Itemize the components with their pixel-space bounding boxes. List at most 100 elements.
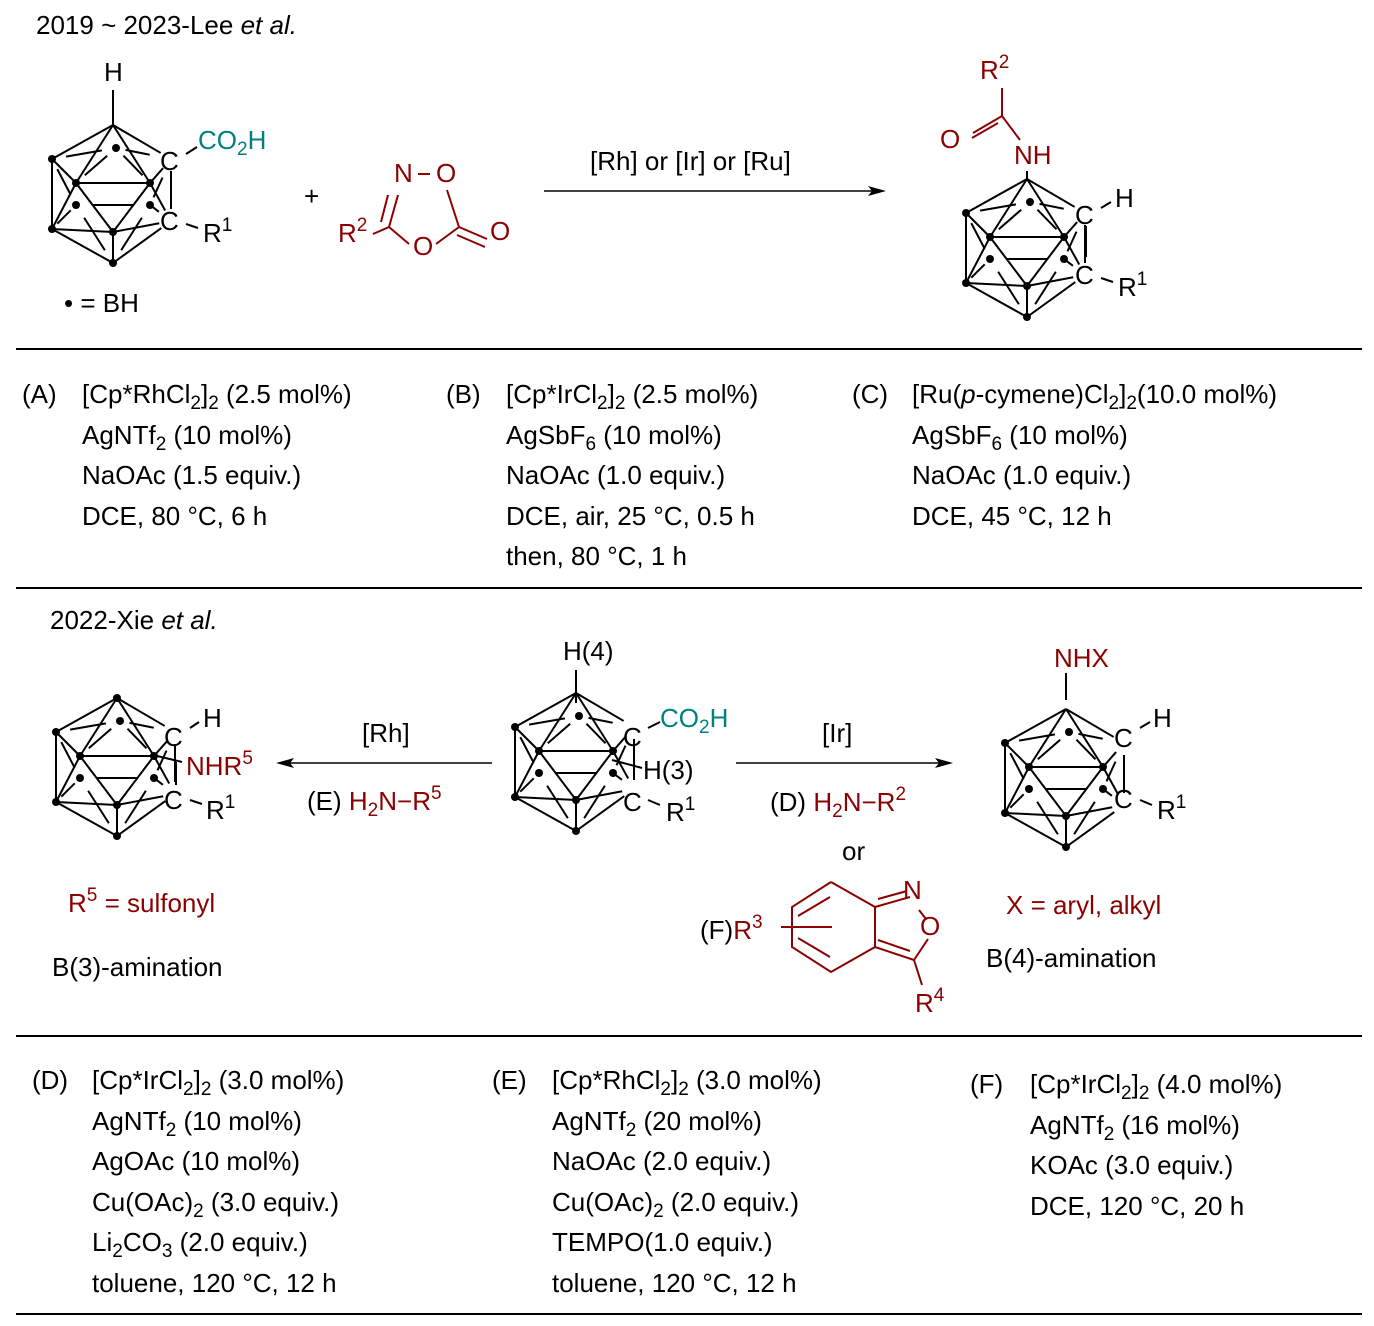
cage-bond xyxy=(965,282,1028,318)
cage-bond xyxy=(149,182,167,211)
condition-text: AgOAc (10 mol%) xyxy=(92,1146,301,1176)
cond-label: (E) xyxy=(307,786,349,816)
cage-bond xyxy=(1004,812,1067,817)
cage-back-bond xyxy=(1018,733,1056,742)
condition-text: TEMPO(1.0 equiv.) xyxy=(552,1227,773,1257)
bh-legend: • = BH xyxy=(64,288,139,318)
cage-back-bond xyxy=(129,721,154,729)
condition-text: (10 mol%) xyxy=(1002,419,1128,450)
r-letter: R xyxy=(1157,795,1176,825)
condition-text: -cymene)Cl xyxy=(975,379,1109,409)
condition-text: 2 xyxy=(193,1200,204,1222)
condition-text: Li xyxy=(92,1227,113,1257)
left-h: H xyxy=(203,703,222,733)
condition-text: [Cp*IrCl xyxy=(1030,1069,1122,1099)
condition-text: (3.0 mol%) xyxy=(688,1065,822,1095)
cage-bond xyxy=(989,178,1028,238)
condition-text: (10 mol%) xyxy=(176,1105,302,1136)
condition-line: AgNTf2 (10 mol%) xyxy=(22,415,352,456)
conditions-e: (E)[Cp*RhCl2]2 (3.0 mol%)AgNTf2 (20 mol%… xyxy=(492,1060,822,1303)
bh-vertex xyxy=(511,793,519,801)
section2-header: 2022-Xie et al. xyxy=(50,605,218,635)
nhr-text: NHR xyxy=(186,751,243,781)
bh-vertex xyxy=(986,233,994,241)
cage-bond xyxy=(116,697,155,757)
reagent-sub: 2 xyxy=(832,801,843,822)
condition-text: NaOAc (1.5 equiv.) xyxy=(82,460,302,490)
right-c2: C xyxy=(1114,784,1133,814)
left-arrow-catalyst: [Rh] xyxy=(362,718,410,748)
condition-text: Cu(OAc) xyxy=(552,1186,654,1217)
condition-text: then, 80 °C, 1 h xyxy=(506,541,687,571)
cond-label: (D) xyxy=(770,787,814,817)
cage-bond xyxy=(55,755,81,803)
r-sup: 2 xyxy=(356,215,368,236)
r-sup: 1 xyxy=(684,794,696,815)
cage-back-bond xyxy=(588,716,613,724)
r-sup: 1 xyxy=(1136,269,1148,290)
bh-vertex xyxy=(572,796,580,804)
cage-bond xyxy=(112,124,151,184)
cage-back-bond xyxy=(87,790,110,824)
condition-text: ] xyxy=(1119,379,1127,409)
condition-text: [Ru( xyxy=(912,379,962,409)
reagent-sup: 2 xyxy=(895,784,907,805)
reagent-nr: N−R xyxy=(842,787,896,817)
condition-line: AgNTf2 (10 mol%) xyxy=(32,1101,344,1142)
bh-vertex xyxy=(76,774,84,782)
cage-back-bond xyxy=(1075,739,1097,760)
bh-vertex xyxy=(146,201,154,209)
bh-vertex xyxy=(511,723,519,731)
condition-text: (2.5 mol%) xyxy=(218,379,352,409)
center-c1: C xyxy=(623,722,642,752)
left-arrow-reagent: (E) H2N−R5 xyxy=(307,784,442,820)
cage-back-bond xyxy=(1078,732,1103,740)
cage-back-bond xyxy=(585,723,607,744)
condition-text: ] xyxy=(193,1065,201,1095)
cage-bond xyxy=(51,182,77,230)
product-nh: NH xyxy=(1014,140,1052,170)
cage-bond xyxy=(514,796,577,801)
cage-back-bond xyxy=(125,148,150,156)
r-letter: R xyxy=(666,797,685,827)
center-h3: H(3) xyxy=(643,755,694,785)
x-definition: X = aryl, alkyl xyxy=(1006,890,1162,920)
cage-bond xyxy=(514,750,540,798)
product-h: H xyxy=(1115,183,1134,213)
def-text: = sulfonyl xyxy=(97,888,216,918)
cage-back-bond xyxy=(60,782,76,798)
cage-back-bond xyxy=(1066,231,1078,252)
cage-back-bond xyxy=(546,785,569,819)
cage-bond xyxy=(55,801,118,837)
cage-back-bond xyxy=(979,203,1017,212)
r-letter: R xyxy=(733,915,752,945)
left-c2: C xyxy=(164,785,183,815)
cage-back-bond xyxy=(1065,260,1074,267)
acid-h: H xyxy=(709,703,729,733)
bh-vertex xyxy=(1001,739,1009,747)
r3: R3 xyxy=(733,913,762,945)
condition-line: Cu(OAc)2 (2.0 equiv.) xyxy=(492,1182,822,1223)
condition-label: (A) xyxy=(22,379,57,409)
bh-vertex xyxy=(1023,313,1031,321)
condition-text: toluene, 120 °C, 12 h xyxy=(92,1267,337,1298)
condition-text: 2 xyxy=(200,1079,212,1100)
condition-text: (16 mol%) xyxy=(1114,1109,1240,1140)
condition-text: 2 xyxy=(183,1079,194,1100)
condition-text: AgNTf xyxy=(92,1105,166,1136)
cage-back-bond xyxy=(519,736,535,764)
cage-back-bond xyxy=(1034,271,1057,305)
bh-vertex xyxy=(1065,728,1073,736)
cage-bond xyxy=(51,158,77,184)
right-nhx: NHX xyxy=(1054,643,1109,673)
reagent-h: H xyxy=(348,786,368,816)
cage-bond xyxy=(1026,236,1065,287)
cage-bond xyxy=(1065,811,1115,848)
